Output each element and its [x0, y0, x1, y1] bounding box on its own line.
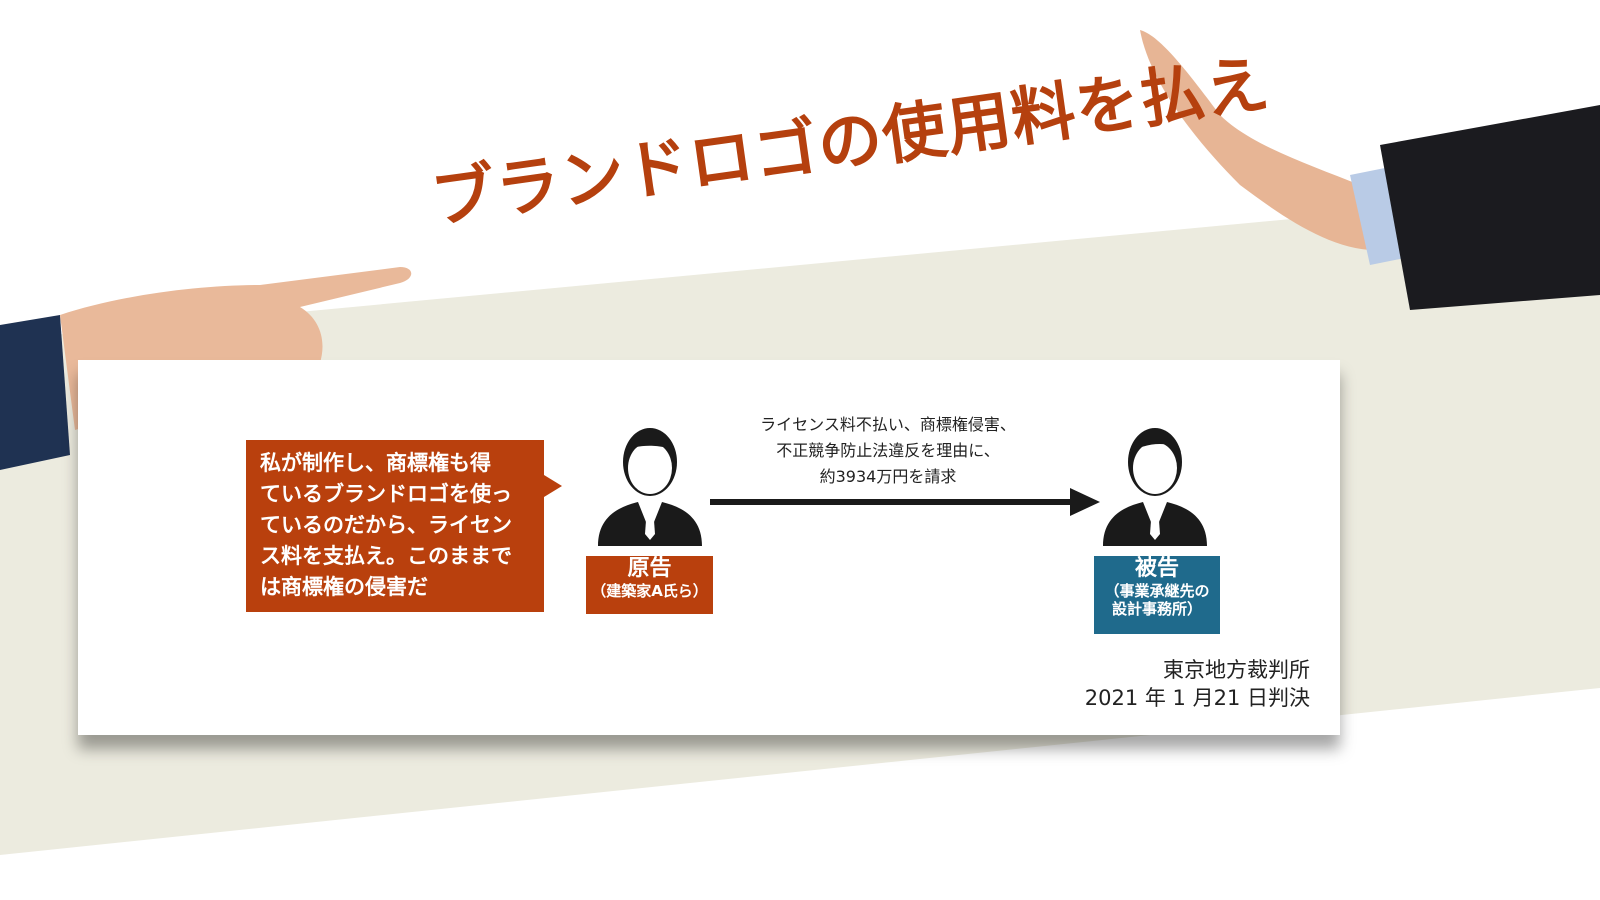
quote-line: 私が制作し、商標権も得 [260, 451, 491, 475]
plaintiff-label: 原告 （建築家A氏ら） [586, 556, 713, 614]
diagram-card: 私が制作し、商標権も得 ているブランドロゴを使っ ているのだから、ライセン ス料… [78, 360, 1340, 735]
defendant-person-icon [1103, 428, 1207, 546]
quote-line: は商標権の侵害だ [260, 575, 428, 599]
quote-line: ス料を支払え。このままで [260, 544, 512, 568]
claim-text: ライセンス料不払い、商標権侵害、 不正競争防止法違反を理由に、 約3934万円を… [760, 415, 1016, 486]
quote-line: ているのだから、ライセン [260, 513, 512, 537]
stop-hand-image [1140, 30, 1600, 310]
plaintiff-person-icon [598, 428, 702, 546]
claim-arrow [710, 488, 1100, 516]
court-ruling: 東京地方裁判所 2021 年 1 月21 日判決 [1084, 658, 1310, 710]
quote-line: ているブランドロゴを使っ [260, 482, 512, 506]
plaintiff-quote-bubble: 私が制作し、商標権も得 ているブランドロゴを使っ ているのだから、ライセン ス料… [246, 440, 562, 612]
defendant-label: 被告 （事業承継先の 設計事務所） [1094, 556, 1220, 634]
